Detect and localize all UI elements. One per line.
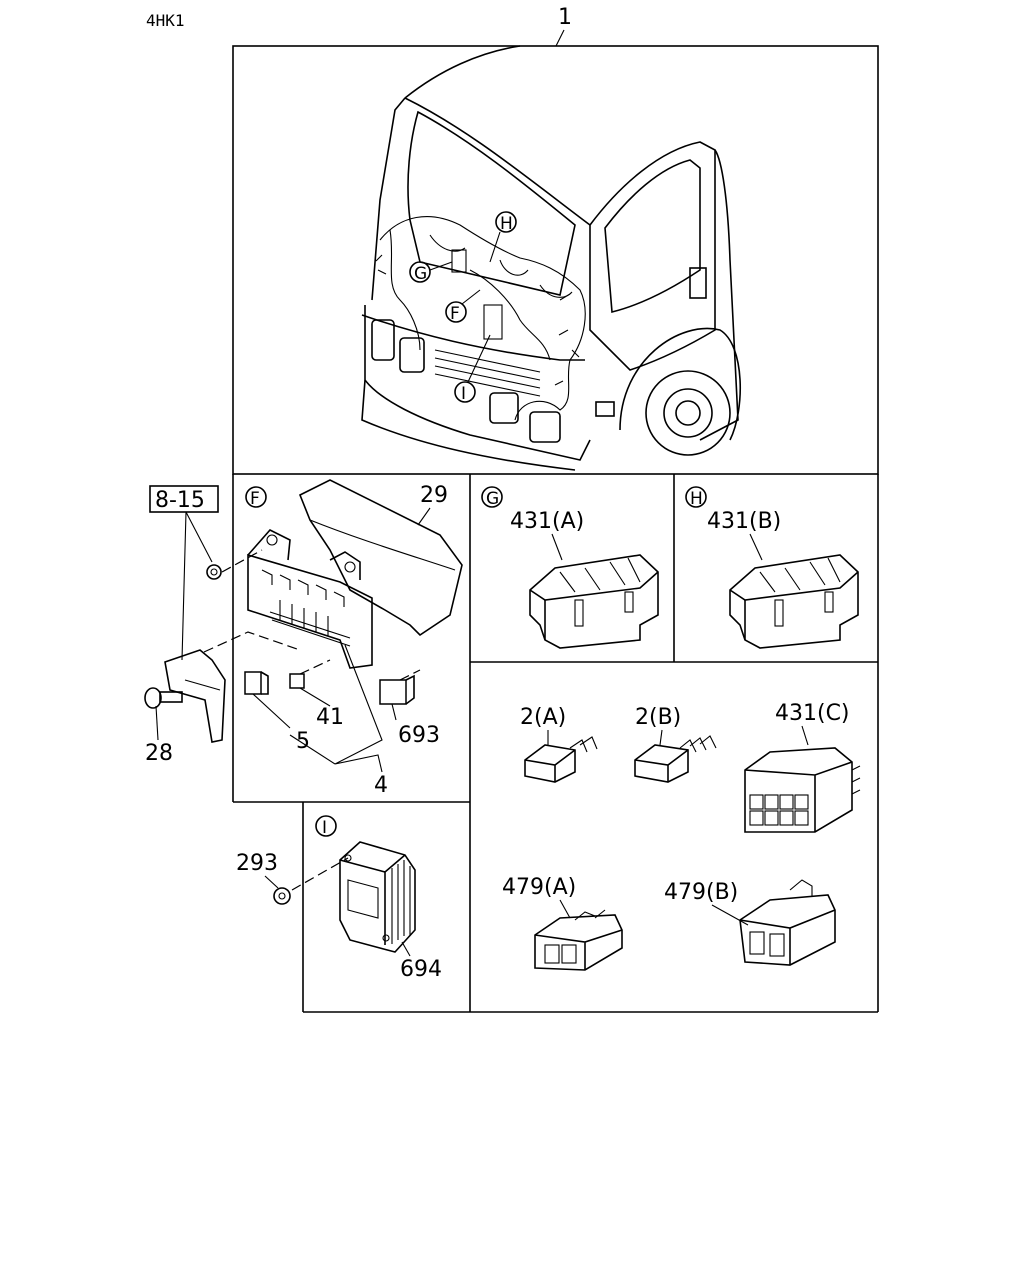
connector-431b bbox=[729, 554, 859, 649]
diagram-frame bbox=[232, 45, 879, 1013]
part-label-479a: 479(A) bbox=[502, 875, 576, 900]
part-label-2a: 2(A) bbox=[520, 705, 566, 730]
part-label-431a: 431(A) bbox=[510, 509, 584, 534]
svg-text:I: I bbox=[461, 384, 466, 404]
ref-label-8-15: 8-15 bbox=[155, 488, 205, 513]
part-label-693: 693 bbox=[398, 723, 440, 748]
svg-text:H: H bbox=[500, 214, 513, 234]
engine-code: 4HK1 bbox=[146, 11, 185, 30]
fuse-41 bbox=[289, 673, 305, 689]
part-label-293: 293 bbox=[236, 851, 278, 876]
svg-text:F: F bbox=[250, 489, 260, 509]
fuse-box bbox=[247, 529, 373, 669]
truck-cab-illustration bbox=[361, 45, 742, 471]
fuse-5 bbox=[244, 671, 262, 695]
callout-H-panel: H bbox=[685, 486, 707, 509]
relay-2b bbox=[634, 735, 717, 783]
ref-box-8-15 bbox=[149, 485, 219, 513]
part-label-479b: 479(B) bbox=[664, 880, 738, 905]
nut-293 bbox=[273, 887, 291, 905]
part-label-4: 4 bbox=[374, 773, 388, 798]
svg-text:H: H bbox=[690, 489, 703, 509]
callout-G-top: G bbox=[409, 261, 453, 284]
connector-431c bbox=[744, 747, 861, 833]
relay-2a bbox=[524, 736, 598, 783]
connector-431a bbox=[529, 554, 659, 649]
relay-693 bbox=[379, 679, 407, 705]
callout-I-panel: I bbox=[315, 815, 337, 838]
nut bbox=[206, 564, 222, 580]
callout-G-panel: G bbox=[481, 486, 503, 509]
callout-H-top: H bbox=[489, 211, 517, 263]
connector-479b bbox=[739, 879, 836, 966]
svg-text:G: G bbox=[414, 264, 427, 284]
mounting-bracket bbox=[164, 649, 226, 743]
part-label-41: 41 bbox=[316, 705, 344, 730]
control-module-694 bbox=[339, 841, 416, 953]
part-label-2b: 2(B) bbox=[635, 705, 681, 730]
callout-F-top: F bbox=[445, 289, 481, 324]
svg-text:I: I bbox=[322, 818, 327, 838]
bolt-28 bbox=[144, 687, 183, 709]
part-label-431c: 431(C) bbox=[775, 701, 850, 726]
svg-text:G: G bbox=[486, 489, 499, 509]
callout-I-top: I bbox=[454, 334, 491, 404]
part-label-29: 29 bbox=[420, 483, 448, 508]
callout-F-panel: F bbox=[245, 486, 267, 509]
connector-479a bbox=[534, 909, 623, 971]
part-label-431b: 431(B) bbox=[707, 509, 781, 534]
svg-text:F: F bbox=[450, 304, 460, 324]
part-label-1: 1 bbox=[558, 5, 572, 30]
part-label-694: 694 bbox=[400, 957, 442, 982]
fuse-box-cover bbox=[298, 479, 463, 637]
part-label-28: 28 bbox=[145, 741, 173, 766]
part-label-5: 5 bbox=[296, 729, 310, 754]
